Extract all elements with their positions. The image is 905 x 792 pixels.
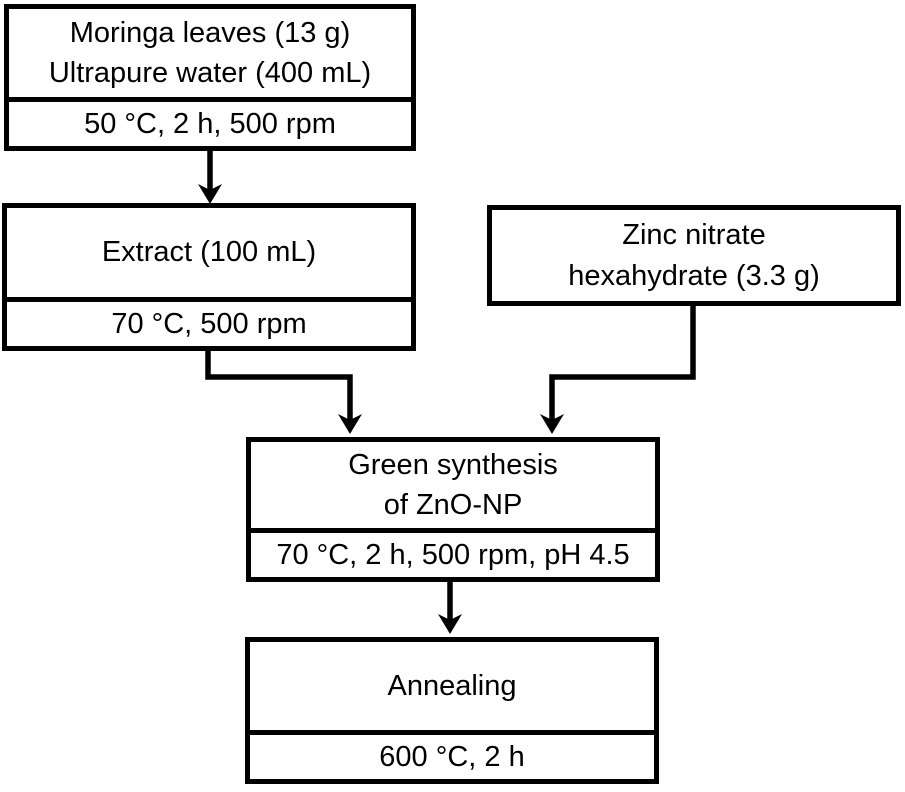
box-green-synthesis-title-line-2: of ZnO-NP [383, 489, 523, 521]
box-extract-title-line-1: Extract (100 mL) [101, 236, 317, 269]
box-green-synthesis: Green synthesis of ZnO-NP 70 °C, 2 h, 50… [246, 437, 660, 582]
box-moringa-title-line-2: Ultrapure water (400 mL) [48, 57, 372, 89]
box-zinc-nitrate: Zinc nitrate hexahydrate (3.3 g) [487, 205, 901, 306]
box-zinc-nitrate-title-line-1: Zinc nitrate [622, 219, 766, 252]
box-extract-conditions: 70 °C, 500 rpm [7, 297, 411, 346]
box-moringa-conditions: 50 °C, 2 h, 500 rpm [9, 97, 411, 146]
box-moringa-title-line-1: Moringa leaves (13 g) [69, 16, 351, 49]
box-extract-title: Extract (100 mL) [7, 208, 411, 297]
arrow-zinc-nitrate-to-green-synthesis [540, 306, 696, 434]
box-green-synthesis-title-line-1: Green synthesis [348, 448, 558, 481]
box-moringa-title: Moringa leaves (13 g) Ultrapure water (4… [9, 9, 411, 97]
box-annealing-conditions: 600 °C, 2 h [250, 730, 654, 779]
box-green-synthesis-title: Green synthesis of ZnO-NP [251, 442, 655, 528]
box-annealing-title: Annealing [250, 642, 654, 730]
box-green-synthesis-conditions: 70 °C, 2 h, 500 rpm, pH 4.5 [251, 528, 655, 577]
arrow-green-synthesis-to-annealing [438, 582, 462, 634]
arrow-extract-to-green-synthesis [205, 351, 362, 434]
box-moringa: Moringa leaves (13 g) Ultrapure water (4… [4, 4, 416, 151]
box-zinc-nitrate-title-line-2: hexahydrate (3.3 g) [568, 259, 820, 292]
box-annealing-title-line-1: Annealing [387, 669, 517, 702]
box-annealing: Annealing 600 °C, 2 h [245, 637, 659, 784]
box-extract: Extract (100 mL) 70 °C, 500 rpm [2, 203, 416, 351]
arrow-moringa-to-extract [198, 151, 222, 204]
box-zinc-nitrate-title: Zinc nitrate hexahydrate (3.3 g) [492, 210, 896, 301]
